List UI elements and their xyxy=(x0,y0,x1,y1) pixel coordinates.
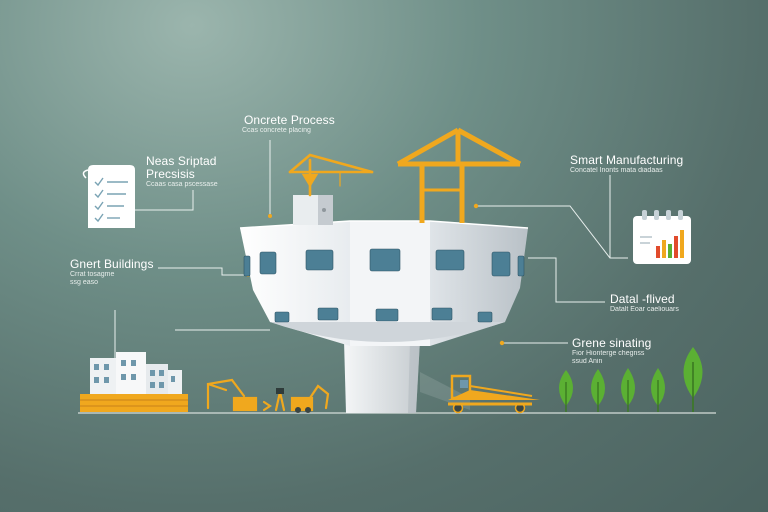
rooftop-crane-small xyxy=(288,153,374,197)
label-smart-buildings: Gnert Buildings xyxy=(70,257,154,271)
bar-chart-icon xyxy=(633,210,691,264)
sublabel-smart-buildings-line1: Crrat tosagme xyxy=(70,271,115,278)
paver-truck xyxy=(448,374,540,414)
trees xyxy=(559,347,703,412)
sublabel-smart-buildings-line2: ssg easo xyxy=(70,279,99,286)
tower-shaft xyxy=(344,340,420,413)
sublabel-green-line2: ssud Anin xyxy=(572,358,603,365)
sublabel-prefab: Ccaas casa pscessase xyxy=(146,181,218,188)
label-green: Grene sinating xyxy=(572,336,652,350)
label-data-driven: Datal -flived xyxy=(610,292,675,306)
construction-vehicles xyxy=(206,378,330,413)
sublabel-smart-manufacturing: Concatel Inonts mata diadaas xyxy=(570,167,663,174)
label-smart-manufacturing: Smart Manufacturing xyxy=(570,153,684,167)
sublabel-concrete-process: Ccas concrete placing xyxy=(242,127,311,134)
sublabel-data-driven: Datalt Eoar caeliouars xyxy=(610,306,679,313)
tower-windows xyxy=(243,248,525,323)
tower-body xyxy=(239,220,529,346)
connector-lines xyxy=(114,140,628,360)
rooftop-block xyxy=(293,195,333,225)
document-icon xyxy=(82,165,135,228)
label-concrete-process: Oncrete Process xyxy=(244,113,335,127)
light-beam xyxy=(420,372,470,410)
sublabel-green-line1: Fior Hionterge chegnss xyxy=(572,350,645,357)
label-prefab-line2: Precsisis xyxy=(146,167,195,181)
rooftop-crane-large xyxy=(396,127,522,223)
building-complex xyxy=(80,352,188,412)
label-prefab-line1: Neas Sriptad xyxy=(146,154,217,168)
